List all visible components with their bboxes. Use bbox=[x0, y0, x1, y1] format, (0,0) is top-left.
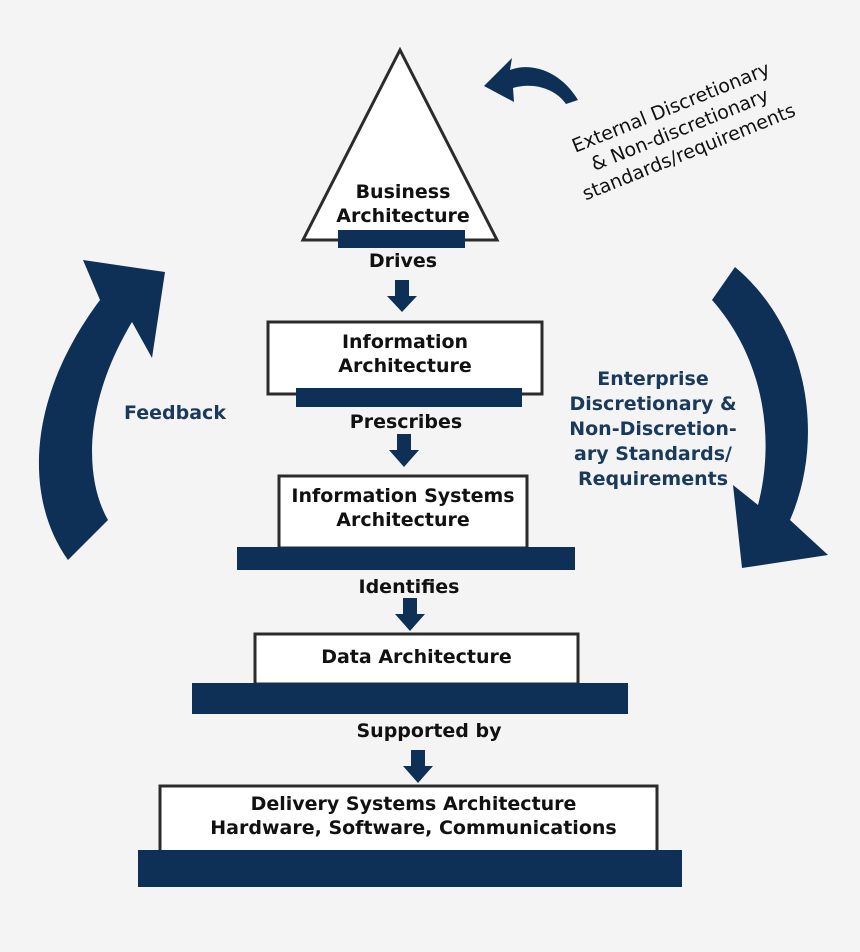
data-architecture-label: Data Architecture bbox=[321, 646, 512, 668]
feedback-label: Feedback bbox=[124, 402, 226, 424]
information-systems-architecture-label: Information Systems Architecture bbox=[291, 485, 515, 531]
enterprise-arrow-icon bbox=[712, 267, 828, 568]
data-base-bar bbox=[192, 683, 628, 714]
feedback-arrow-icon bbox=[38, 260, 166, 560]
information-base-bar bbox=[296, 388, 522, 407]
data-box bbox=[253, 632, 580, 686]
down-arrow-icon bbox=[387, 280, 417, 312]
drives-label: Drives bbox=[368, 250, 438, 272]
down-arrow-icon bbox=[395, 598, 425, 631]
delivery-base-bar bbox=[138, 850, 682, 887]
external-arrow-icon bbox=[484, 58, 578, 104]
down-arrow-icon bbox=[389, 434, 419, 467]
info-systems-base-bar bbox=[237, 547, 575, 570]
delivery-box bbox=[158, 784, 659, 854]
prescribes-label: Prescribes bbox=[349, 411, 463, 433]
down-arrow-icon bbox=[403, 750, 433, 783]
supported-by-label: Supported by bbox=[356, 720, 502, 742]
delivery-systems-architecture-label: Delivery Systems Architecture Hardware, … bbox=[210, 793, 617, 839]
information-architecture-label: Information Architecture bbox=[338, 331, 472, 377]
identifies-label: Identifies bbox=[358, 576, 460, 598]
information-box bbox=[266, 320, 544, 396]
business-architecture-label: Business Architecture bbox=[336, 181, 470, 227]
business-base-bar bbox=[338, 230, 465, 248]
enterprise-standards-label: Enterprise Discretionary & Non-Discretio… bbox=[569, 368, 737, 490]
